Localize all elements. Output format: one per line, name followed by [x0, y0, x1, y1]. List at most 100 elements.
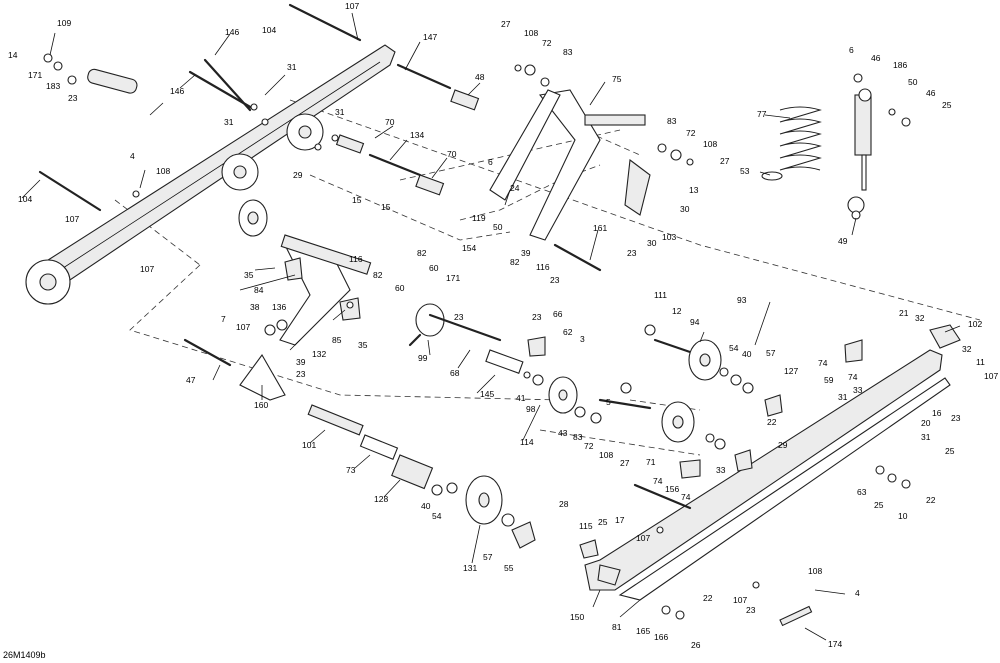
- callout-83: 83: [573, 432, 583, 442]
- callout-31: 31: [335, 107, 345, 117]
- callout-23: 23: [746, 605, 756, 615]
- callout-74: 74: [681, 492, 691, 502]
- callout-93: 93: [737, 295, 747, 305]
- callout-171: 171: [446, 273, 460, 283]
- callout-146: 146: [225, 27, 239, 37]
- callout-107: 107: [345, 1, 359, 11]
- callout-74: 74: [818, 358, 828, 368]
- callout-41: 41: [516, 393, 526, 403]
- callout-83: 83: [563, 47, 573, 57]
- callout-23: 23: [550, 275, 560, 285]
- callout-53: 53: [740, 166, 750, 176]
- callout-29: 29: [778, 440, 788, 450]
- callout-23: 23: [532, 312, 542, 322]
- wheels: [238, 199, 722, 525]
- callout-27: 27: [501, 19, 511, 29]
- callout-98: 98: [526, 404, 536, 414]
- callout-183: 183: [46, 81, 60, 91]
- callout-22: 22: [703, 593, 713, 603]
- callout-31: 31: [838, 392, 848, 402]
- callout-116: 116: [536, 262, 550, 272]
- callout-16: 16: [932, 408, 942, 418]
- callout-32: 32: [915, 313, 925, 323]
- callout-102: 102: [968, 319, 982, 329]
- callout-60: 60: [429, 263, 439, 273]
- callout-82: 82: [417, 248, 427, 258]
- callout-131: 131: [463, 563, 477, 573]
- callout-108: 108: [156, 166, 170, 176]
- callout-82: 82: [510, 257, 520, 267]
- callout-55: 55: [504, 563, 514, 573]
- callout-119: 119: [472, 213, 486, 223]
- callout-7: 7: [221, 314, 226, 324]
- callout-leaders: [21, 12, 961, 641]
- callout-30: 30: [647, 238, 657, 248]
- fasteners: [43, 53, 911, 620]
- callout-108: 108: [599, 450, 613, 460]
- callout-14: 14: [8, 50, 18, 60]
- callout-161: 161: [593, 223, 607, 233]
- torsion-spring: [408, 303, 502, 347]
- callout-54: 54: [729, 343, 739, 353]
- callout-145: 145: [480, 389, 494, 399]
- callout-165: 165: [636, 626, 650, 636]
- callout-46: 46: [871, 53, 881, 63]
- callout-48: 48: [475, 72, 485, 82]
- callout-47: 47: [186, 375, 196, 385]
- callout-150: 150: [570, 612, 584, 622]
- callout-160: 160: [254, 400, 268, 410]
- callout-99: 99: [418, 353, 428, 363]
- callout-39: 39: [296, 357, 306, 367]
- callout-111: 111: [654, 290, 667, 300]
- callout-22: 22: [767, 417, 777, 427]
- callout-147: 147: [423, 32, 437, 42]
- callout-107: 107: [140, 264, 154, 274]
- callout-72: 72: [542, 38, 552, 48]
- left-rail: [25, 44, 396, 305]
- shock-absorber: [847, 88, 872, 214]
- callout-166: 166: [654, 632, 668, 642]
- callout-107: 107: [636, 533, 650, 543]
- callout-107: 107: [65, 214, 79, 224]
- callout-174: 174: [828, 639, 842, 649]
- callout-57: 57: [483, 552, 493, 562]
- axle-rods: [38, 3, 692, 510]
- callout-35: 35: [244, 270, 254, 280]
- callout-27: 27: [720, 156, 730, 166]
- callout-70: 70: [447, 149, 457, 159]
- callout-32: 32: [962, 344, 972, 354]
- callout-171: 171: [28, 70, 42, 80]
- callout-21: 21: [899, 308, 909, 318]
- callout-94: 94: [690, 317, 700, 327]
- callout-43: 43: [558, 428, 568, 438]
- callout-83: 83: [667, 116, 677, 126]
- callout-5: 5: [606, 397, 611, 407]
- callout-13: 13: [689, 185, 699, 195]
- callout-82: 82: [373, 270, 383, 280]
- callout-104: 104: [18, 194, 32, 204]
- callout-74: 74: [653, 476, 663, 486]
- callout-115: 115: [579, 521, 593, 531]
- callout-68: 68: [450, 368, 460, 378]
- callout-3: 3: [580, 334, 585, 344]
- callout-23: 23: [296, 369, 306, 379]
- callout-25: 25: [945, 446, 955, 456]
- callout-27: 27: [620, 458, 630, 468]
- callout-20: 20: [921, 418, 931, 428]
- callout-33: 33: [853, 385, 863, 395]
- callout-23: 23: [454, 312, 464, 322]
- callout-108: 108: [808, 566, 822, 576]
- callout-107: 107: [236, 322, 250, 332]
- callout-4: 4: [130, 151, 135, 161]
- callout-66: 66: [553, 309, 563, 319]
- callout-77: 77: [757, 109, 767, 119]
- label-plate: [779, 605, 813, 627]
- callout-33: 33: [716, 465, 726, 475]
- callout-127: 127: [784, 366, 798, 376]
- callout-29: 29: [293, 170, 303, 180]
- callout-85: 85: [332, 335, 342, 345]
- callout-25: 25: [874, 500, 884, 510]
- callout-26: 26: [691, 640, 701, 650]
- callout-4: 4: [855, 588, 860, 598]
